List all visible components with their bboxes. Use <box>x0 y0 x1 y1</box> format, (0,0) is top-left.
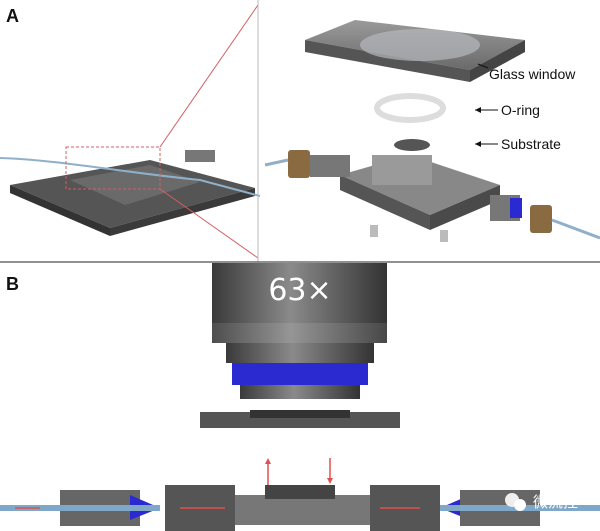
svg-text:O-ring: O-ring <box>501 102 540 118</box>
o-ring <box>374 93 446 123</box>
flow-cell-base <box>264 150 600 242</box>
svg-text:Substrate: Substrate <box>501 136 561 152</box>
glass-window-part <box>305 20 525 82</box>
glass-window-callout: Glass window <box>477 63 576 82</box>
zoom-line <box>159 4 259 148</box>
svg-text:63×: 63× <box>268 273 331 308</box>
svg-text:Glass window: Glass window <box>489 66 576 82</box>
panel-b-label: B <box>6 274 19 294</box>
o-ring-callout: O-ring <box>475 102 540 118</box>
substrate <box>394 139 430 151</box>
zoom-box <box>65 146 161 190</box>
cell-cross-section-top <box>200 410 400 428</box>
substrate-callout: Substrate <box>475 136 561 152</box>
svg-text:微流控: 微流控 <box>533 493 578 511</box>
panel-a-label: A <box>6 6 19 26</box>
zoom-line <box>159 188 259 259</box>
watermark: 微流控 <box>505 493 578 511</box>
objective-lens: 63× <box>212 263 387 399</box>
stage-plate <box>0 150 261 236</box>
